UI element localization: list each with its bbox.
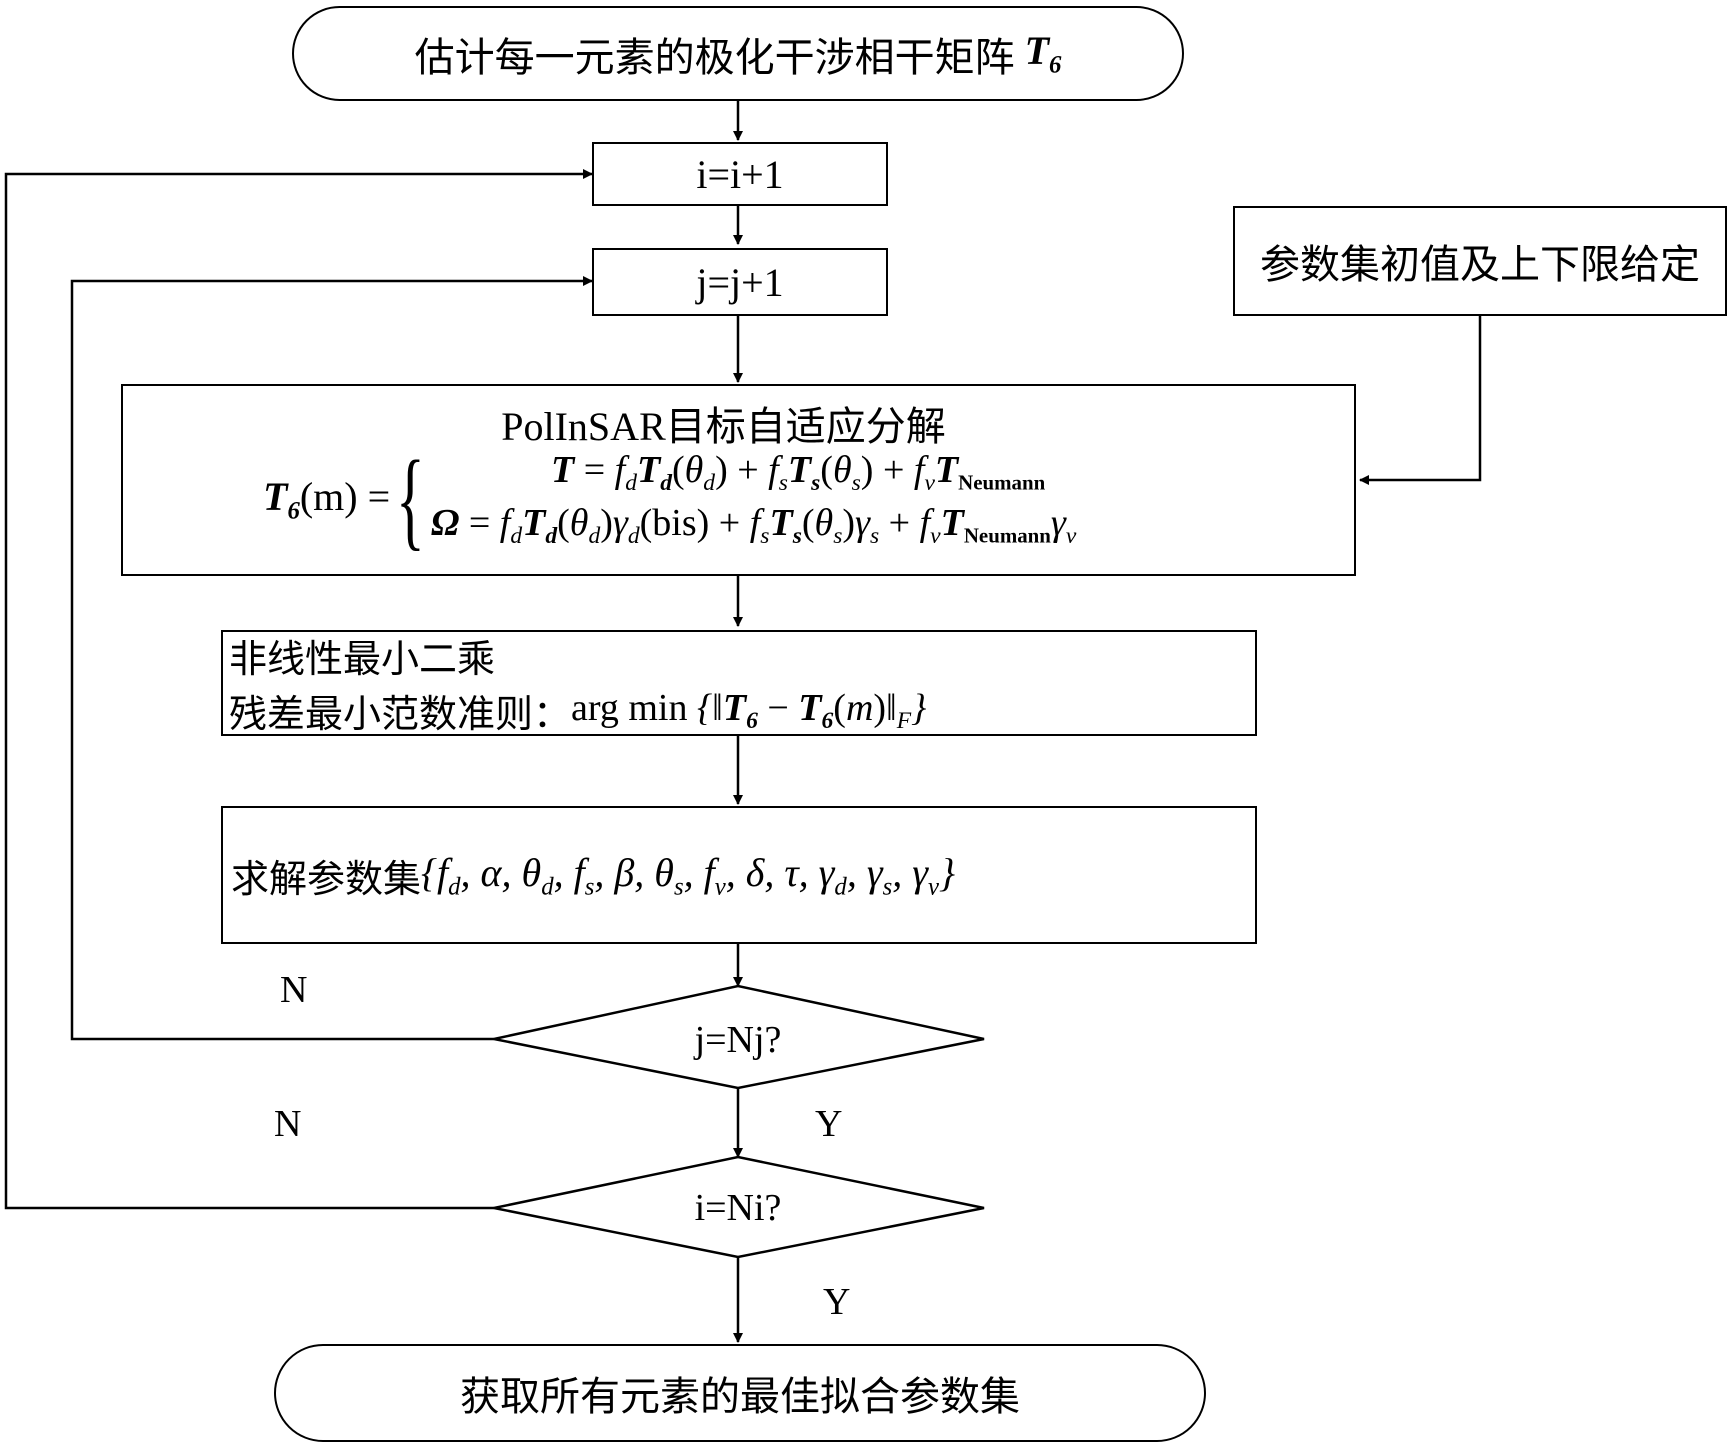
nls-line2: 残差最小范数准则：	[229, 694, 572, 736]
label-y-j: Y	[815, 1103, 843, 1145]
loop-j-back	[70, 276, 593, 1041]
increment-i-box: i=i+1	[592, 142, 888, 206]
nls-formula: arg min {‖T6 − T6(m)‖F}	[571, 686, 927, 735]
decomposition-box: PolInSAR目标自适应分解 T6(m) = { T = fdTd(θd) +…	[121, 384, 1356, 576]
label-n-j: N	[280, 969, 308, 1011]
label-n-i: N	[274, 1103, 302, 1145]
loop-i-back	[4, 169, 593, 1210]
solve-box: 求解参数集 {fd, α, θd, fs, β, θs, fv, δ, τ, γ…	[221, 806, 1257, 944]
param-init-text: 参数集初值及上下限给定	[1260, 242, 1700, 287]
decision-i-shape	[493, 1155, 985, 1259]
param-init-box: 参数集初值及上下限给定	[1233, 206, 1727, 316]
start-terminator: 估计每一元素的极化干涉相干矩阵 T6	[292, 6, 1184, 101]
label-y-i: Y	[823, 1281, 851, 1323]
decomposition-lhs: T6(m) =	[263, 473, 391, 525]
solve-label: 求解参数集	[231, 858, 422, 901]
solve-param-set: {fd, α, θd, fs, β, θs, fv, δ, τ, γd, γs,…	[421, 849, 956, 901]
decomposition-brace: {	[396, 437, 426, 560]
end-terminator: 获取所有元素的最佳拟合参数集	[274, 1344, 1206, 1442]
decision-i-text: i=Ni?	[694, 1187, 782, 1229]
decision-j-shape	[493, 984, 985, 1090]
start-symbol: T6	[1024, 28, 1062, 79]
increment-j-text: j=j+1	[696, 259, 784, 305]
increment-i-text: i=i+1	[696, 151, 784, 197]
start-text: 估计每一元素的极化干涉相干矩阵	[414, 34, 1015, 80]
arrow-param-to-decomp	[1359, 316, 1482, 485]
nls-line1: 非线性最小二乘	[229, 639, 496, 681]
increment-j-box: j=j+1	[592, 248, 888, 316]
decomposition-eq-t: T = fdTd(θd) + fsTs(θs) + fvTNeumann	[550, 449, 1046, 497]
decision-j-text: j=Nj?	[694, 1019, 782, 1061]
end-text: 获取所有元素的最佳拟合参数集	[460, 1374, 1020, 1419]
decomposition-title: PolInSAR目标自适应分解	[501, 404, 946, 449]
decomposition-eq-omega: Ω = fdTd(θd)γd(bis) + fsTs(θs)γs + fvTNe…	[430, 502, 1077, 550]
nls-box: 非线性最小二乘 残差最小范数准则： arg min {‖T6 − T6(m)‖F…	[221, 630, 1257, 736]
